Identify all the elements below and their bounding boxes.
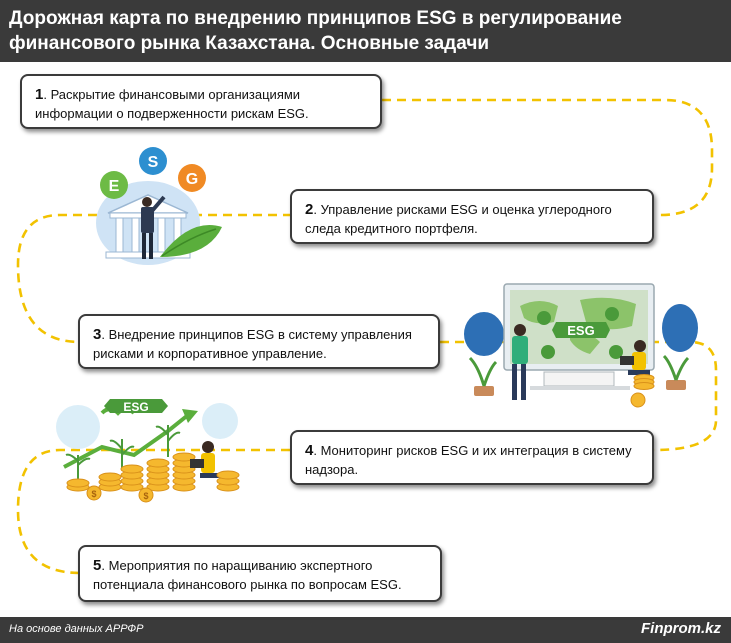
- step-number: 4: [305, 442, 314, 459]
- esg-dashboard-node-icon: [537, 311, 551, 325]
- esg-dashboard-node-icon: [541, 345, 555, 359]
- svg-text:ESG: ESG: [567, 323, 594, 338]
- step-text: . Управление рисками ESG и оценка углеро…: [305, 202, 612, 236]
- svg-text:S: S: [148, 154, 159, 171]
- svg-text:G: G: [186, 171, 198, 188]
- step-number: 2: [305, 201, 314, 218]
- step-text: . Внедрение принципов ESG в систему упра…: [93, 327, 412, 361]
- svg-text:$: $: [143, 491, 148, 501]
- step-text: . Раскрытие финансовыми организациями ин…: [35, 87, 309, 121]
- step-card-5: 5. Мероприятия по наращиванию экспертног…: [78, 545, 442, 602]
- svg-text:E: E: [109, 178, 120, 195]
- step-number: 5: [93, 557, 102, 574]
- esg-dashboard-node-icon: [609, 345, 623, 359]
- step-text: . Мониторинг рисков ESG и их интеграция …: [305, 443, 632, 477]
- esg-letter-s-icon: [139, 147, 167, 175]
- esg-dashboard-node-icon: [605, 307, 619, 321]
- footer-bar: На основе данных АРРФР Finprom.kz: [0, 617, 731, 643]
- esg-dashboard-illustration: ESG: [464, 283, 698, 408]
- coin-icon: [630, 392, 646, 408]
- step-card-2: 2. Управление рисками ESG и оценка углер…: [290, 189, 654, 244]
- page-title: Дорожная карта по внедрению принципов ES…: [9, 8, 622, 54]
- step-text: . Мероприятия по наращиванию экспертного…: [93, 558, 402, 592]
- step-card-4: 4. Мониторинг рисков ESG и их интеграция…: [290, 430, 654, 485]
- esg-letter-e-icon: [100, 171, 128, 199]
- step-number: 1: [35, 86, 44, 103]
- header-bar: Дорожная карта по внедрению принципов ES…: [0, 0, 731, 62]
- step-card-1: 1. Раскрытие финансовыми организациями и…: [20, 74, 382, 129]
- svg-text:$: $: [91, 489, 96, 499]
- step-card-3: 3. Внедрение принципов ESG в систему упр…: [78, 314, 440, 369]
- esg-letter-g-icon: [178, 164, 206, 192]
- source-note: На основе данных АРРФР: [9, 623, 144, 635]
- brand-logo: Finprom.kz: [640, 620, 721, 637]
- dollar-coin-icon: [138, 487, 154, 503]
- dollar-coin-icon: [86, 485, 102, 501]
- step-number: 3: [93, 326, 102, 343]
- esg-growth-illustration: ESG $ $: [56, 399, 240, 503]
- svg-text:ESG: ESG: [123, 400, 148, 414]
- esg-bank-illustration: E S G: [96, 147, 222, 265]
